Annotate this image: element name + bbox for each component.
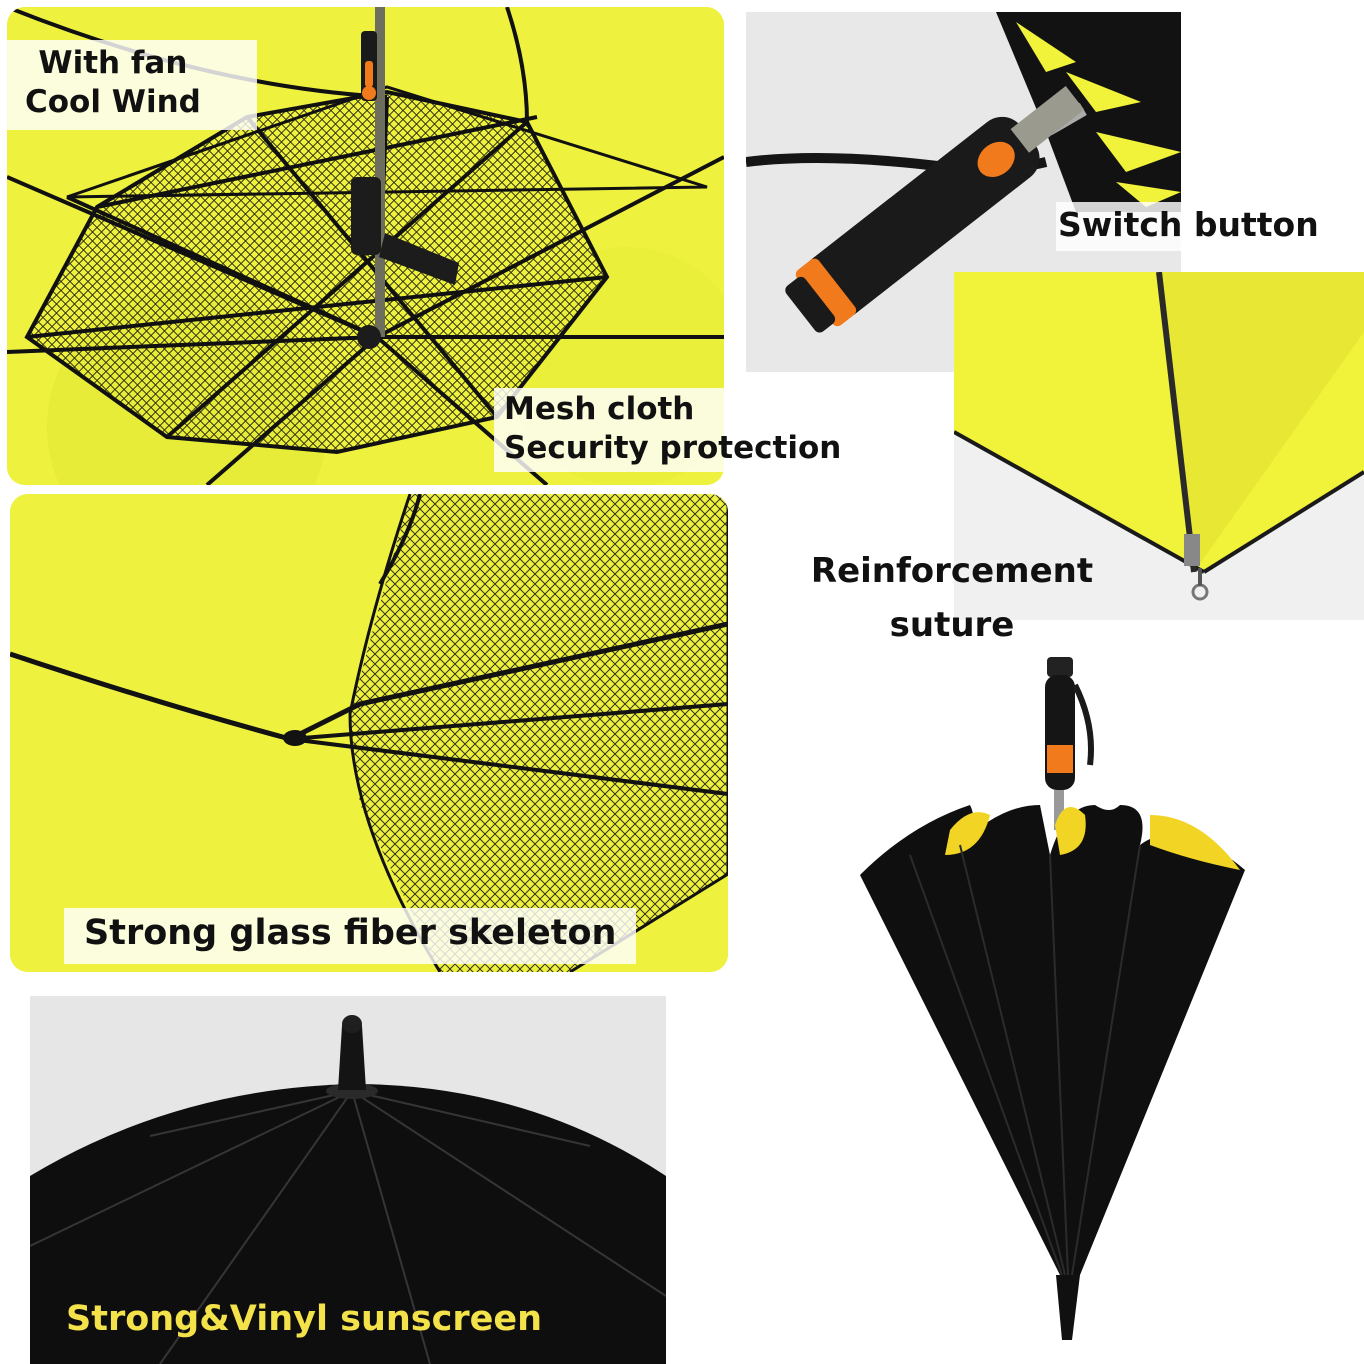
reinforcement-caption: Reinforcement suture	[810, 545, 1094, 652]
fan-caption-line-2: Cool Wind	[25, 83, 201, 120]
reinforcement-caption-line-1: Reinforcement	[810, 551, 1094, 591]
sunscreen-caption: Strong&Vinyl sunscreen	[66, 1299, 543, 1339]
mesh-caption-line-1: Mesh cloth	[504, 391, 695, 427]
fan-caption: With fan Cool Wind	[7, 40, 257, 130]
switch-caption: Switch button	[1056, 202, 1321, 252]
mesh-caption-line-2: Security protection	[504, 429, 842, 466]
mesh-caption: Mesh cloth Security protection	[494, 388, 848, 472]
reinforcement-caption-line-2: suture	[889, 604, 1015, 645]
fan-caption-line-1: With fan	[38, 45, 188, 81]
closed-umbrella-photo	[850, 655, 1260, 1355]
fan-mesh-photo: With fan Cool Wind	[7, 7, 724, 485]
reinforcement-photo	[954, 272, 1364, 620]
sunscreen-photo: Strong&Vinyl sunscreen	[30, 996, 666, 1364]
skeleton-photo: Strong glass fiber skeleton	[10, 494, 728, 972]
skeleton-caption: Strong glass fiber skeleton	[64, 908, 637, 964]
